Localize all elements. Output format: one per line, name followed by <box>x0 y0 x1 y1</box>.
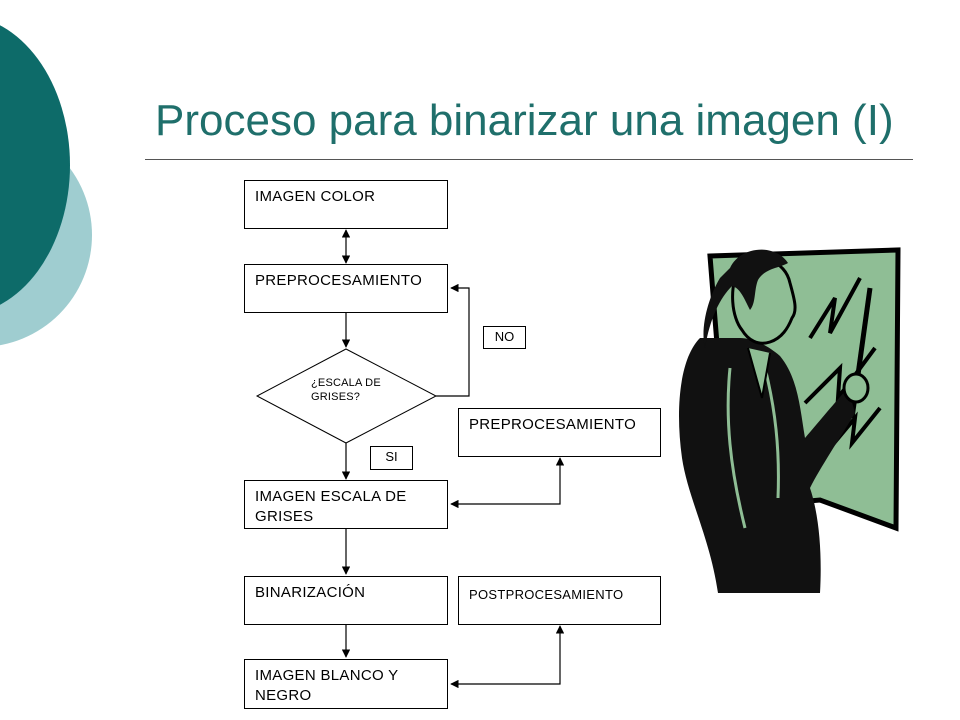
arrow-no-loop <box>436 283 470 397</box>
box-imagen-color: IMAGEN COLOR <box>244 180 448 229</box>
box-imagen-escala-grises: IMAGEN ESCALA DE GRISES <box>244 480 448 529</box>
slide-title: Proceso para binarizar una imagen (I) <box>155 96 894 145</box>
box-imagen-blanco-negro: IMAGEN BLANCO Y NEGRO <box>244 659 448 709</box>
box-binarizacion: BINARIZACIÓN <box>244 576 448 625</box>
presenter-hair <box>703 249 788 348</box>
label-no: NO <box>483 326 526 349</box>
collar <box>747 347 771 399</box>
label-si: SI <box>370 446 413 470</box>
coat-line-2 <box>763 367 780 499</box>
presenter-clipart-icon <box>679 247 901 593</box>
box-preprocesamiento-1: PREPROCESAMIENTO <box>244 264 448 313</box>
dark-circle <box>0 25 70 305</box>
presenter-hand <box>842 372 870 404</box>
coat-line-1 <box>726 367 747 529</box>
presenter-body <box>679 338 855 593</box>
box-postprocesamiento: POSTPROCESAMIENTO <box>458 576 661 625</box>
arrow-grises-preproc2 <box>450 457 565 509</box>
decision-label: ¿ESCALA DE GRISES? <box>311 377 381 403</box>
arrow-bn-postproc <box>450 625 565 689</box>
zigzag-1 <box>808 277 862 340</box>
title-divider <box>145 159 913 160</box>
box-preprocesamiento-2: PREPROCESAMIENTO <box>458 408 661 457</box>
decorative-circles <box>0 25 92 346</box>
